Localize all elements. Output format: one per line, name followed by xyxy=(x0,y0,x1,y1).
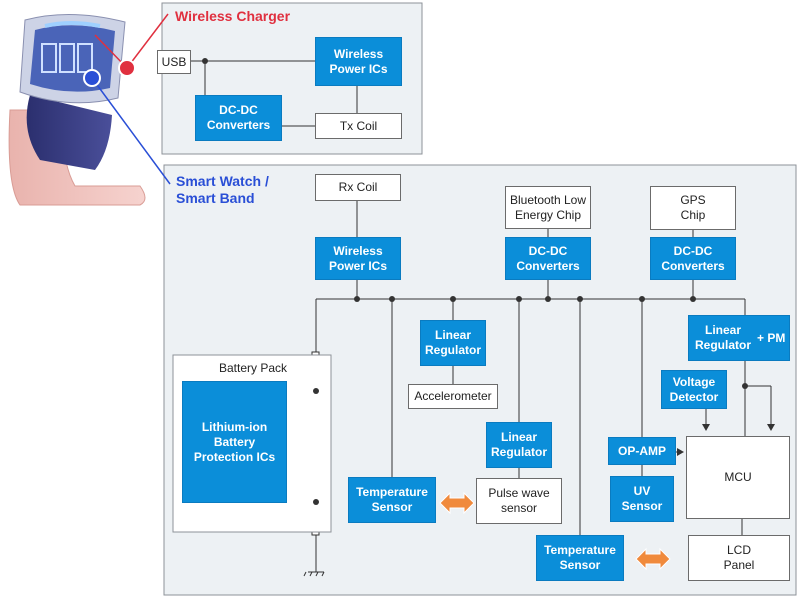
charger-callout-dot xyxy=(118,59,136,77)
gps-dcdc-converters: DC-DC Converters xyxy=(650,237,736,280)
uv-sensor: UV Sensor xyxy=(610,476,674,522)
watch-title: Smart Watch / Smart Band xyxy=(176,173,269,206)
rx-coil: Rx Coil xyxy=(315,174,401,201)
watch-callout-dot xyxy=(83,69,101,87)
mcu: MCU xyxy=(686,436,790,519)
pm-linear-regulator: Linear Regulator + PM xyxy=(688,315,790,361)
temperature-sensor-2: Temperature Sensor xyxy=(536,535,624,581)
temperature-sensor-1: Temperature Sensor xyxy=(348,477,436,523)
pulse-wave-linear-regulator: Linear Regulator xyxy=(486,422,552,468)
pm-label: + PM xyxy=(757,330,786,345)
usb-port: USB xyxy=(157,50,191,74)
thermal-coupling-arrow-2 xyxy=(635,547,671,571)
tx-coil: Tx Coil xyxy=(315,113,402,139)
watch-wireless-power-ics: Wireless Power ICs xyxy=(315,237,401,280)
pulse-wave-sensor: Pulse wave sensor xyxy=(476,478,562,524)
thermal-coupling-arrow-1 xyxy=(439,491,475,515)
gps-chip: GPS Chip xyxy=(650,186,736,230)
charger-wireless-power-ics: Wireless Power ICs xyxy=(315,37,402,86)
smartwatch-illustration xyxy=(8,13,146,206)
accelerometer-linear-regulator: Linear Regulator xyxy=(420,320,486,366)
bluetooth-low-energy-chip: Bluetooth Low Energy Chip xyxy=(505,186,591,229)
pm-regulator-label: Linear Regulator xyxy=(695,323,752,352)
bluetooth-dcdc-converters: DC-DC Converters xyxy=(505,237,591,280)
battery-pack-label: Battery Pack xyxy=(218,361,288,375)
charger-title: Wireless Charger xyxy=(175,8,291,24)
accelerometer: Accelerometer xyxy=(408,384,498,409)
battery-protection-ics: Lithium-ion Battery Protection ICs xyxy=(182,381,287,503)
voltage-detector: Voltage Detector xyxy=(661,370,727,409)
op-amp: OP-AMP xyxy=(608,437,676,465)
charger-dcdc-converters: DC-DC Converters xyxy=(195,95,282,141)
lcd-panel: LCD Panel xyxy=(688,535,790,581)
